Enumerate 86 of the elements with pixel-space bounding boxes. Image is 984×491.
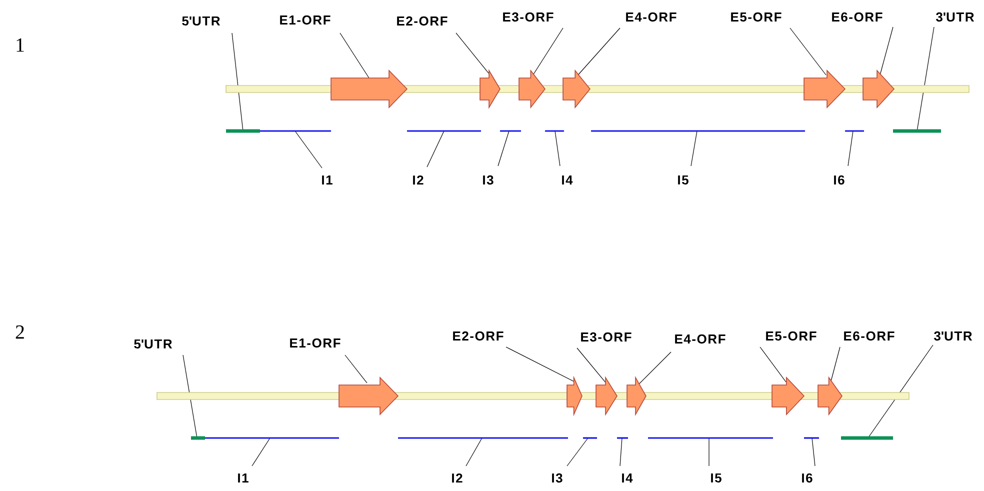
part-label: E5-ORF	[766, 331, 816, 341]
intron-line	[260, 130, 331, 132]
part-label: E3-ORF	[581, 332, 632, 342]
intron-label: I2	[413, 175, 424, 185]
leader-line	[566, 438, 588, 466]
intron-line	[804, 437, 819, 439]
leader-line	[498, 130, 510, 166]
leader-line	[344, 354, 368, 384]
intron-label: I3	[552, 473, 562, 483]
leader-line	[532, 28, 564, 76]
leader-line	[252, 438, 270, 466]
exon-block	[480, 69, 500, 109]
leader-line	[456, 32, 490, 76]
exon-block	[596, 376, 618, 416]
utr-bar	[191, 436, 205, 440]
exon-block	[562, 69, 591, 109]
leader-line	[466, 438, 482, 466]
utr-bar	[841, 436, 893, 440]
intron-label: I5	[678, 175, 688, 185]
exon-block	[804, 70, 846, 108]
intron-line	[845, 130, 864, 132]
panel-number: 1	[16, 38, 24, 52]
leader-line	[554, 130, 560, 166]
leader-line	[916, 26, 934, 132]
exon-block	[338, 376, 399, 416]
leader-line	[576, 348, 606, 384]
intron-label: I3	[483, 175, 494, 185]
intron-label: I1	[238, 474, 248, 482]
exon-block	[818, 376, 842, 416]
leader-line	[880, 26, 894, 76]
exon-block	[330, 70, 408, 108]
intron-line	[205, 437, 339, 439]
intron-label: I4	[562, 176, 573, 184]
part-label: E2-ORF	[397, 16, 448, 26]
leader-line	[812, 438, 816, 466]
exon-block	[518, 69, 546, 109]
intron-label: I5	[711, 473, 722, 483]
part-label: E4-ORF	[626, 12, 676, 22]
intron-line	[545, 130, 564, 132]
part-label: E1-ORF	[290, 338, 340, 348]
intron-label: I4	[622, 474, 633, 482]
intron-label: I1	[322, 176, 332, 184]
leader-line	[294, 130, 322, 168]
intron-line	[617, 437, 628, 439]
leader-line	[790, 28, 826, 76]
part-label: E6-ORF	[844, 331, 894, 341]
part-label: E1-ORF	[280, 15, 330, 25]
exon-block	[772, 376, 805, 416]
part-label: 5'UTR	[134, 339, 172, 349]
leader-line	[426, 130, 444, 168]
part-label: E3-ORF	[503, 12, 554, 22]
part-label: E4-ORF	[675, 334, 726, 344]
leader-line	[620, 438, 622, 466]
intron-line	[398, 437, 568, 439]
part-label: 3'UTR	[936, 12, 974, 22]
leader-line	[830, 346, 840, 382]
leader-line	[182, 354, 198, 438]
intron-line	[648, 437, 773, 439]
leader-line	[690, 130, 698, 166]
leader-line	[340, 32, 370, 78]
leader-line	[506, 346, 576, 382]
intron-label: I6	[802, 473, 812, 483]
intron-line	[407, 130, 481, 132]
leader-line	[848, 130, 854, 166]
intron-label: I2	[452, 473, 462, 483]
intron-line	[591, 130, 805, 132]
leader-line	[760, 346, 786, 382]
leader-line	[578, 28, 620, 76]
intron-line	[500, 130, 521, 132]
exon-block	[566, 376, 582, 416]
part-label: E6-ORF	[832, 12, 882, 22]
intron-label: I6	[834, 175, 844, 185]
intron-line	[583, 437, 597, 439]
part-label: 3'UTR	[934, 331, 972, 341]
utr-bar	[226, 129, 260, 133]
leader-line	[638, 352, 672, 384]
part-label: 5'UTR	[182, 16, 220, 26]
utr-bar	[893, 129, 941, 133]
part-label: E5-ORF	[731, 12, 782, 22]
panel-number: 2	[16, 325, 24, 339]
leader-line	[708, 438, 710, 466]
exon-block	[626, 376, 646, 416]
leader-line	[232, 32, 244, 132]
leader-line	[868, 344, 934, 438]
exon-block	[862, 69, 895, 109]
part-label: E2-ORF	[453, 331, 504, 341]
